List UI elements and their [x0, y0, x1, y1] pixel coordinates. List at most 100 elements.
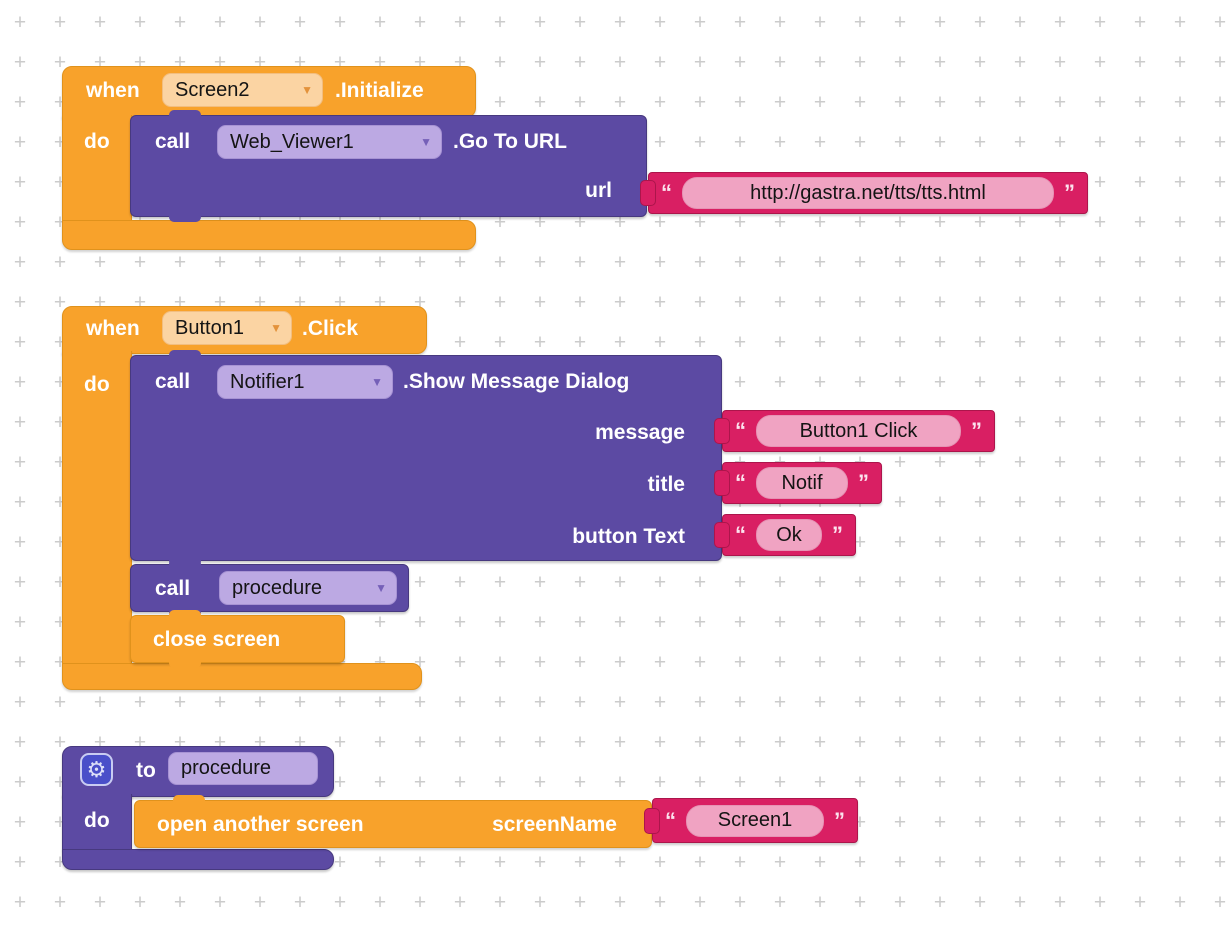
text-field-message[interactable]: Button1 Click	[756, 415, 961, 447]
dropdown-procedure[interactable]: procedure ▼	[219, 571, 397, 605]
grid-cross: +	[293, 251, 307, 274]
grid-cross: +	[13, 291, 27, 314]
grid-cross: +	[493, 771, 507, 794]
grid-cross: +	[1053, 851, 1067, 874]
text-field-buttontext[interactable]: Ok	[756, 519, 822, 551]
grid-cross: +	[493, 891, 507, 914]
event-block-footer[interactable]	[62, 663, 422, 690]
grid-cross: +	[493, 731, 507, 754]
grid-cross: +	[813, 11, 827, 34]
dropdown-arrow-icon: ▼	[270, 321, 282, 335]
event-block-footer[interactable]	[62, 220, 476, 250]
param-buttontext-label: button Text	[572, 525, 685, 548]
grid-cross: +	[973, 251, 987, 274]
grid-cross: +	[933, 571, 947, 594]
grid-cross: +	[693, 291, 707, 314]
open-another-screen-label: open another screen	[157, 813, 364, 836]
block-call-webviewer-gotourl[interactable]: call Web_Viewer1 ▼ .Go To URL url	[130, 110, 647, 222]
text-block-buttontext[interactable]: “ Ok ”	[722, 514, 856, 556]
grid-cross: +	[1093, 851, 1107, 874]
grid-cross: +	[573, 891, 587, 914]
block-call-notifier-showmessagedialog[interactable]: call Notifier1 ▼ .Show Message Dialog me…	[130, 350, 722, 566]
grid-cross: +	[733, 611, 747, 634]
grid-cross: +	[1053, 371, 1067, 394]
grid-cross: +	[1093, 211, 1107, 234]
close-quote: ”	[832, 522, 843, 547]
procedure-block-footer[interactable]	[62, 849, 334, 870]
param-message-label: message	[595, 421, 685, 444]
grid-cross: +	[1133, 891, 1147, 914]
call-label: call	[155, 370, 191, 393]
grid-cross: +	[1013, 571, 1027, 594]
grid-cross: +	[733, 251, 747, 274]
call-label: call	[155, 577, 191, 600]
procedure-name-field[interactable]: procedure	[168, 752, 318, 785]
text-block-screenname[interactable]: “ Screen1 ”	[652, 798, 858, 843]
dropdown-webviewer1[interactable]: Web_Viewer1 ▼	[217, 125, 442, 159]
block-call-procedure[interactable]: call procedure ▼	[130, 559, 409, 617]
grid-cross: +	[773, 291, 787, 314]
grid-cross: +	[893, 491, 907, 514]
grid-cross: +	[1093, 131, 1107, 154]
grid-cross: +	[413, 11, 427, 34]
dropdown-arrow-icon: ▼	[371, 375, 383, 389]
grid-cross: +	[173, 691, 187, 714]
grid-cross: +	[1053, 411, 1067, 434]
grid-cross: +	[1013, 651, 1027, 674]
text-block-title[interactable]: “ Notif ”	[722, 462, 882, 504]
grid-cross: +	[1013, 731, 1027, 754]
block-close-screen[interactable]: close screen	[130, 610, 345, 668]
block-open-another-screen[interactable]: open another screen screenName	[134, 795, 652, 848]
grid-cross: +	[853, 891, 867, 914]
grid-cross: +	[1133, 291, 1147, 314]
grid-cross: +	[773, 611, 787, 634]
gear-icon[interactable]: ⚙	[80, 753, 113, 786]
text-block-url[interactable]: “ http://gastra.net/tts/tts.html ”	[648, 172, 1088, 214]
text-block-message[interactable]: “ Button1 Click ”	[722, 410, 995, 452]
grid-cross: +	[893, 571, 907, 594]
dropdown-button1[interactable]: Button1 ▼	[162, 311, 292, 345]
close-quote: ”	[971, 418, 982, 443]
grid-cross: +	[13, 891, 27, 914]
grid-cross: +	[573, 91, 587, 114]
grid-cross: +	[733, 331, 747, 354]
close-quote: ”	[858, 470, 869, 495]
grid-cross: +	[1173, 651, 1187, 674]
grid-cross: +	[1053, 651, 1067, 674]
grid-cross: +	[893, 531, 907, 554]
dropdown-screen2[interactable]: Screen2 ▼	[162, 73, 323, 107]
text-field-url[interactable]: http://gastra.net/tts/tts.html	[682, 177, 1054, 209]
grid-cross: +	[1173, 491, 1187, 514]
grid-cross: +	[1093, 891, 1107, 914]
event-block-left-wall[interactable]	[62, 351, 132, 664]
grid-cross: +	[653, 851, 667, 874]
grid-cross: +	[413, 571, 427, 594]
text-field-screenname[interactable]: Screen1	[686, 804, 824, 837]
grid-cross: +	[813, 291, 827, 314]
procedure-name-value: procedure	[181, 757, 272, 779]
grid-cross: +	[453, 11, 467, 34]
grid-cross: +	[853, 251, 867, 274]
grid-cross: +	[1173, 131, 1187, 154]
procedure-block-left-wall[interactable]	[62, 794, 132, 850]
grid-cross: +	[333, 891, 347, 914]
grid-cross: +	[1133, 411, 1147, 434]
grid-cross: +	[1013, 811, 1027, 834]
grid-cross: +	[1013, 411, 1027, 434]
grid-cross: +	[613, 731, 627, 754]
grid-cross: +	[1093, 731, 1107, 754]
grid-cross: +	[533, 291, 547, 314]
grid-cross: +	[1093, 491, 1107, 514]
grid-cross: +	[693, 731, 707, 754]
dropdown-notifier1[interactable]: Notifier1 ▼	[217, 365, 393, 399]
grid-cross: +	[813, 331, 827, 354]
grid-cross: +	[573, 51, 587, 74]
grid-cross: +	[853, 211, 867, 234]
grid-cross: +	[13, 91, 27, 114]
grid-cross: +	[13, 771, 27, 794]
param-title-label: title	[647, 473, 685, 496]
dropdown-value: Button1	[175, 316, 244, 339]
grid-cross: +	[1053, 891, 1067, 914]
text-field-title[interactable]: Notif	[756, 467, 848, 499]
